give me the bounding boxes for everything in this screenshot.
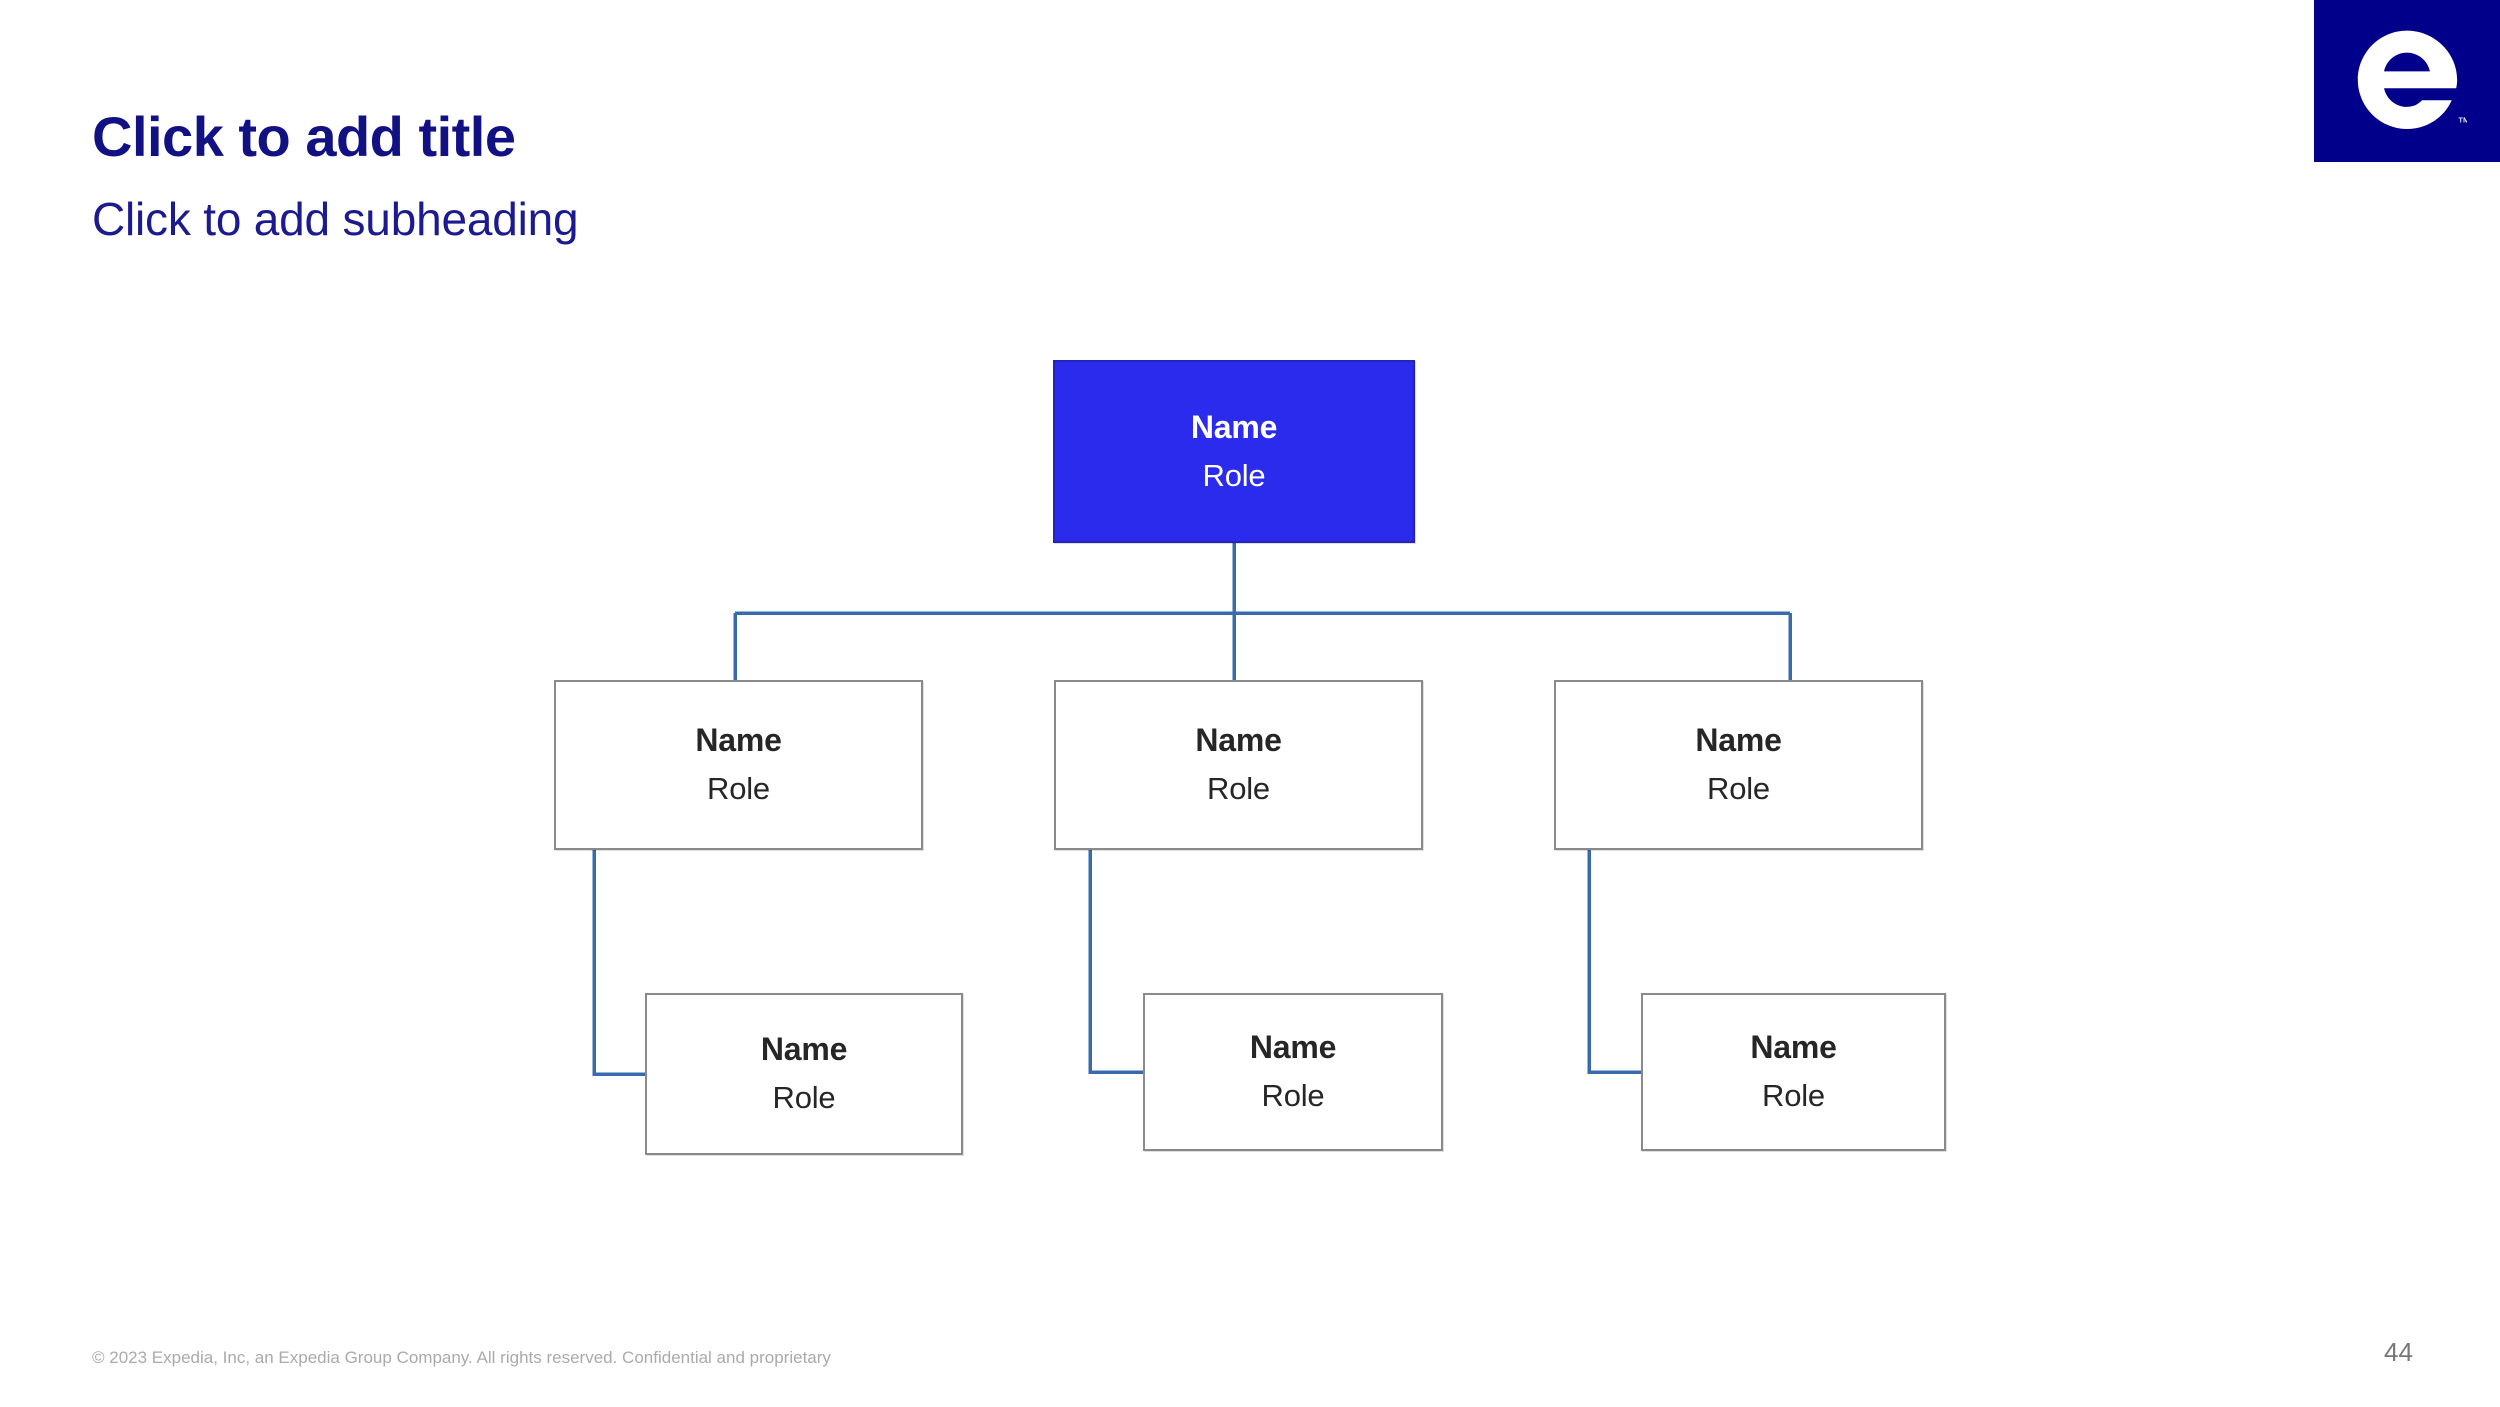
org-node-role: Role [1207, 771, 1270, 807]
org-node-role: Role [772, 1080, 836, 1116]
org-node-l2-3[interactable]: Name Role [1554, 680, 1923, 850]
footer-copyright: © 2023 Expedia, Inc, an Expedia Group Co… [92, 1348, 831, 1367]
connector-to-l3-2 [1088, 850, 1143, 1074]
page-title[interactable]: Click to add title [92, 105, 516, 168]
org-node-l3-1[interactable]: Name Role [645, 993, 963, 1155]
org-node-l3-2[interactable]: Name Role [1143, 993, 1443, 1151]
org-node-name: Name [1750, 1029, 1837, 1066]
org-node-name: Name [1695, 722, 1782, 759]
org-node-l2-2[interactable]: Name Role [1054, 680, 1423, 850]
connector-to-l3-3 [1587, 850, 1641, 1074]
org-node-name: Name [695, 722, 782, 759]
org-node-name: Name [1249, 1029, 1337, 1066]
org-node-role: Role [1202, 457, 1266, 493]
page-subtitle[interactable]: Click to add subheading [92, 193, 579, 245]
org-node-root[interactable]: Name Role [1053, 360, 1415, 543]
org-node-l3-3[interactable]: Name Role [1641, 993, 1946, 1151]
page-number: 44 [2384, 1337, 2413, 1367]
org-node-role: Role [707, 771, 770, 807]
svg-text:™: ™ [2457, 115, 2467, 130]
org-node-role: Role [1707, 771, 1770, 807]
org-node-name: Name [1195, 722, 1282, 759]
org-node-name: Name [1190, 408, 1278, 445]
org-node-role: Role [1261, 1078, 1325, 1114]
org-node-role: Role [1762, 1078, 1825, 1114]
org-node-name: Name [760, 1031, 848, 1068]
org-node-l2-1[interactable]: Name Role [554, 680, 923, 850]
expedia-e-logo: ™ [2314, 0, 2500, 162]
connector-to-l3-1 [592, 850, 645, 1076]
